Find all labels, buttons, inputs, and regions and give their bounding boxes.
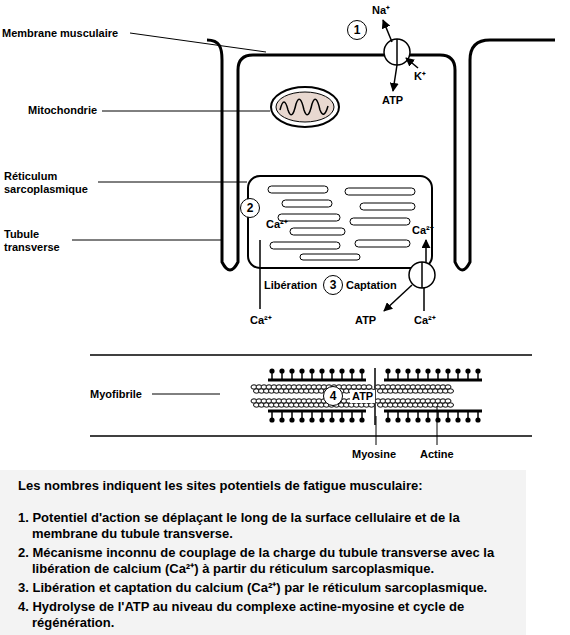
- atp-label: ATP: [355, 314, 376, 327]
- ion-label: Ca²⁺: [412, 224, 434, 237]
- organelle-label: Tubule transverse: [4, 228, 70, 254]
- callout-number: 3: [330, 279, 337, 291]
- caption: Les nombres indiquent les sites potentie…: [18, 478, 526, 494]
- process-label: Libération: [264, 279, 317, 292]
- mitochondria: [271, 87, 339, 127]
- organelle-label: Mitochondrie: [28, 104, 97, 117]
- ion-label: Ca²⁺: [414, 314, 436, 327]
- callout-circle: 2: [240, 198, 260, 218]
- note-item: 2. Mécanisme inconnu de couplage de la c…: [18, 545, 526, 577]
- callout-circle: 4: [323, 386, 343, 406]
- ion-label: Ca²⁺: [266, 218, 288, 231]
- organelle-label: Réticulum sarcoplasmique: [4, 170, 96, 196]
- muscle-membrane: [207, 40, 555, 270]
- note-item: 1. Potentiel d'action se déplaçant le lo…: [18, 510, 526, 542]
- sarcoplasmic-reticulum: [248, 176, 432, 268]
- note-item: 4. Hydrolyse de l'ATP au niveau du compl…: [18, 599, 526, 631]
- calcium-release-uptake: [260, 240, 435, 311]
- callout-number: 2: [247, 202, 254, 214]
- filament-label: Myosine: [352, 448, 396, 461]
- notes: Les nombres indiquent les sites potentie…: [18, 478, 526, 634]
- notes-panel: [0, 470, 526, 635]
- ion-label: K⁺: [414, 70, 426, 83]
- callout-circle: 1: [347, 20, 367, 40]
- filament-label: Actine: [420, 448, 454, 461]
- membrane-label: Membrane musculaire: [2, 27, 118, 40]
- sodium-potassium-pump: [383, 20, 418, 91]
- ion-label: Ca²⁺: [250, 314, 272, 327]
- leader-lines: [72, 33, 437, 445]
- structure-label: Myofibrile: [90, 388, 142, 401]
- callout-number: 4: [330, 390, 337, 402]
- process-label: Captation: [346, 279, 397, 292]
- atp-label: ATP: [382, 94, 403, 107]
- ion-label: Na⁺: [372, 4, 390, 17]
- atp-label: ATP: [350, 390, 375, 403]
- callout-circle: 3: [323, 275, 343, 295]
- myofibril: [90, 355, 532, 436]
- note-item: 3. Libération et captation du calcium (C…: [18, 580, 526, 596]
- callout-number: 1: [354, 24, 361, 36]
